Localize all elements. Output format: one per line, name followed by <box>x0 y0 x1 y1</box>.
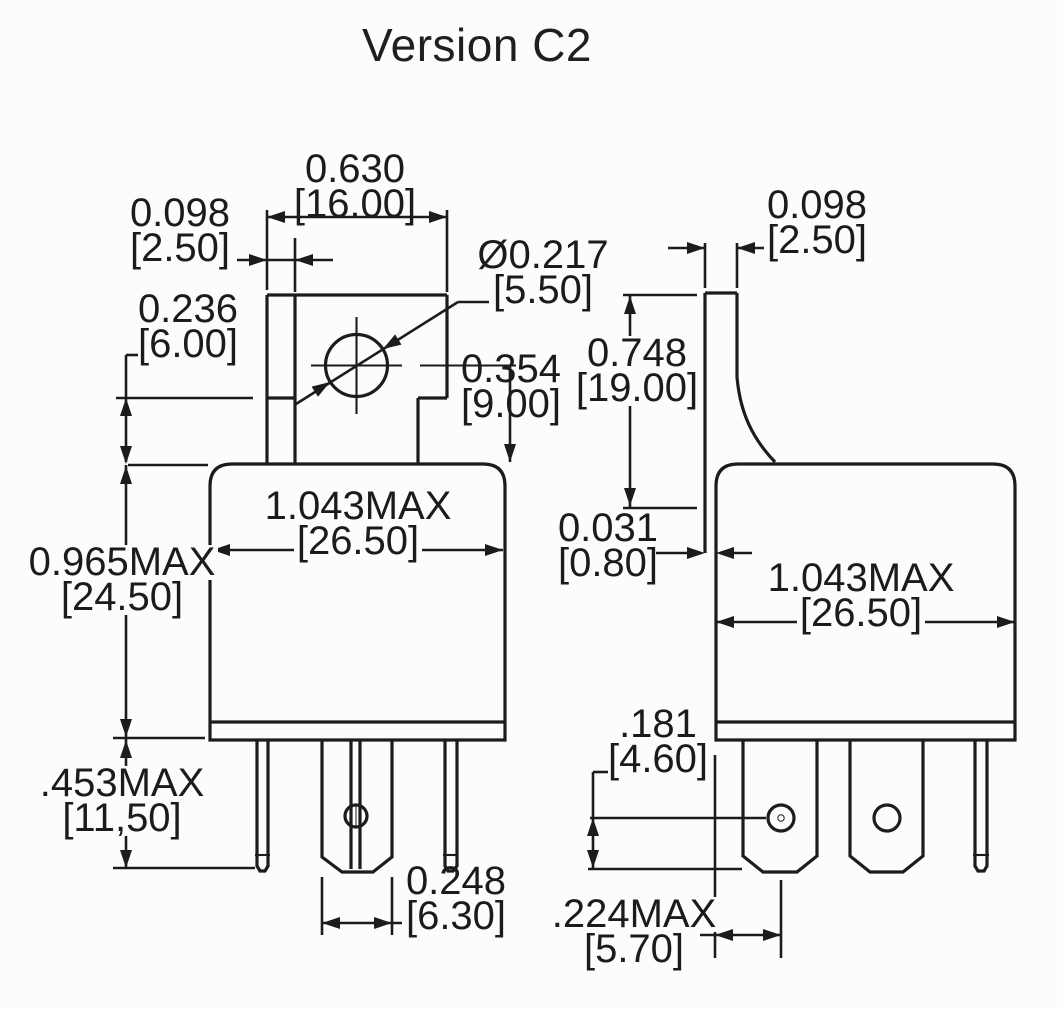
dim-label-front-body-height: 0.965MAX [24.50] <box>22 542 222 617</box>
dim-inch: 0.098 <box>766 183 868 227</box>
dim-mm: [4.60] <box>607 737 709 781</box>
dim-label-front-tab-width: 0.630 [16.00] <box>280 147 430 226</box>
dim-mm: [9.00] <box>460 382 562 426</box>
side-pins <box>741 740 989 874</box>
blade-pin-hole <box>766 803 796 833</box>
dim-inch: .224MAX <box>548 894 720 934</box>
dim-mm: [6.30] <box>405 894 507 938</box>
dim-label-side-tab-height: 0.748 [19.00] <box>562 333 712 408</box>
front-mounting-tab <box>265 293 449 464</box>
dim-mm: [6.00] <box>137 322 239 366</box>
dim-mm: [24.50] <box>57 577 187 617</box>
dim-side-tab-thickness <box>668 242 764 288</box>
dim-side-tab-body-offset <box>656 547 752 559</box>
dim-label-side-tab-thickness: 0.098 [2.50] <box>742 183 892 262</box>
dim-mm: [5.50] <box>492 268 594 312</box>
dim-front-tab-offset <box>237 238 333 292</box>
dim-front-tab-width <box>265 210 449 292</box>
dim-side-hole-to-tip <box>587 770 766 871</box>
front-body <box>208 462 507 742</box>
dim-label-side-tab-body-offset: 0.031 [0.80] <box>533 506 683 585</box>
dim-inch: 0.630 <box>304 147 406 191</box>
dim-label-front-body-width: 1.043MAX [26.50] <box>258 486 458 561</box>
dim-mm: [26.50] <box>293 521 423 561</box>
dim-inch: 0.248 <box>405 859 507 903</box>
dim-inch: 0.965MAX <box>25 542 219 582</box>
dim-mm: [2.50] <box>766 218 868 262</box>
dim-mm: [16.00] <box>293 182 417 226</box>
dim-label-hole-height: 0.354 [9.00] <box>436 347 586 426</box>
dim-label-front-tab-offset: 0.098 [2.50] <box>105 191 255 270</box>
front-view <box>208 293 507 874</box>
dimension-graphics <box>113 210 1015 958</box>
side-body <box>714 462 1017 742</box>
side-view <box>703 291 1017 874</box>
dim-inch: 0.098 <box>129 191 231 235</box>
dim-label-side-body-width: 1.043MAX [26.50] <box>761 558 961 633</box>
dim-mm: [19.00] <box>572 368 702 408</box>
dim-mm: [11,50] <box>59 798 185 838</box>
dim-inch: 0.031 <box>557 506 659 550</box>
drawing-title: Version C2 <box>361 19 592 71</box>
dim-inch: 1.043MAX <box>261 486 455 526</box>
blade-pin-hole-2 <box>872 803 902 833</box>
dim-mm: [0.80] <box>557 541 659 585</box>
dim-label-side-edge-to-hole: .224MAX [5.70] <box>539 894 729 969</box>
dim-hole-diameter-leader <box>295 300 489 406</box>
dim-front-center-pin-width <box>320 877 402 935</box>
dim-label-front-tab-step: 0.236 [6.00] <box>113 287 263 366</box>
dim-front-tab-step <box>116 353 253 464</box>
dim-mm: [5.70] <box>580 929 688 969</box>
dim-inch: .181 <box>619 702 697 746</box>
dim-label-front-center-pin-width: 0.248 [6.30] <box>381 859 531 938</box>
dim-inch: .453MAX <box>36 763 208 803</box>
dim-label-side-hole-to-tip: .181 [4.60] <box>583 702 733 781</box>
dim-hole-height <box>420 364 516 462</box>
dim-inch: 0.354 <box>460 347 562 391</box>
dim-front-pin-length <box>113 739 255 870</box>
dim-inch: 0.748 <box>583 333 691 373</box>
dim-inch: 0.236 <box>137 287 239 331</box>
dim-label-front-pin-length: .453MAX [11,50] <box>27 763 217 838</box>
dim-inch: Ø0.217 <box>477 233 609 277</box>
dim-mm: [26.50] <box>796 593 926 633</box>
dim-mm: [2.50] <box>129 226 231 270</box>
front-pins <box>255 740 459 874</box>
dim-inch: 1.043MAX <box>764 558 958 598</box>
side-mounting-tab <box>703 291 777 553</box>
dim-label-hole-diameter: Ø0.217 [5.50] <box>468 233 618 312</box>
